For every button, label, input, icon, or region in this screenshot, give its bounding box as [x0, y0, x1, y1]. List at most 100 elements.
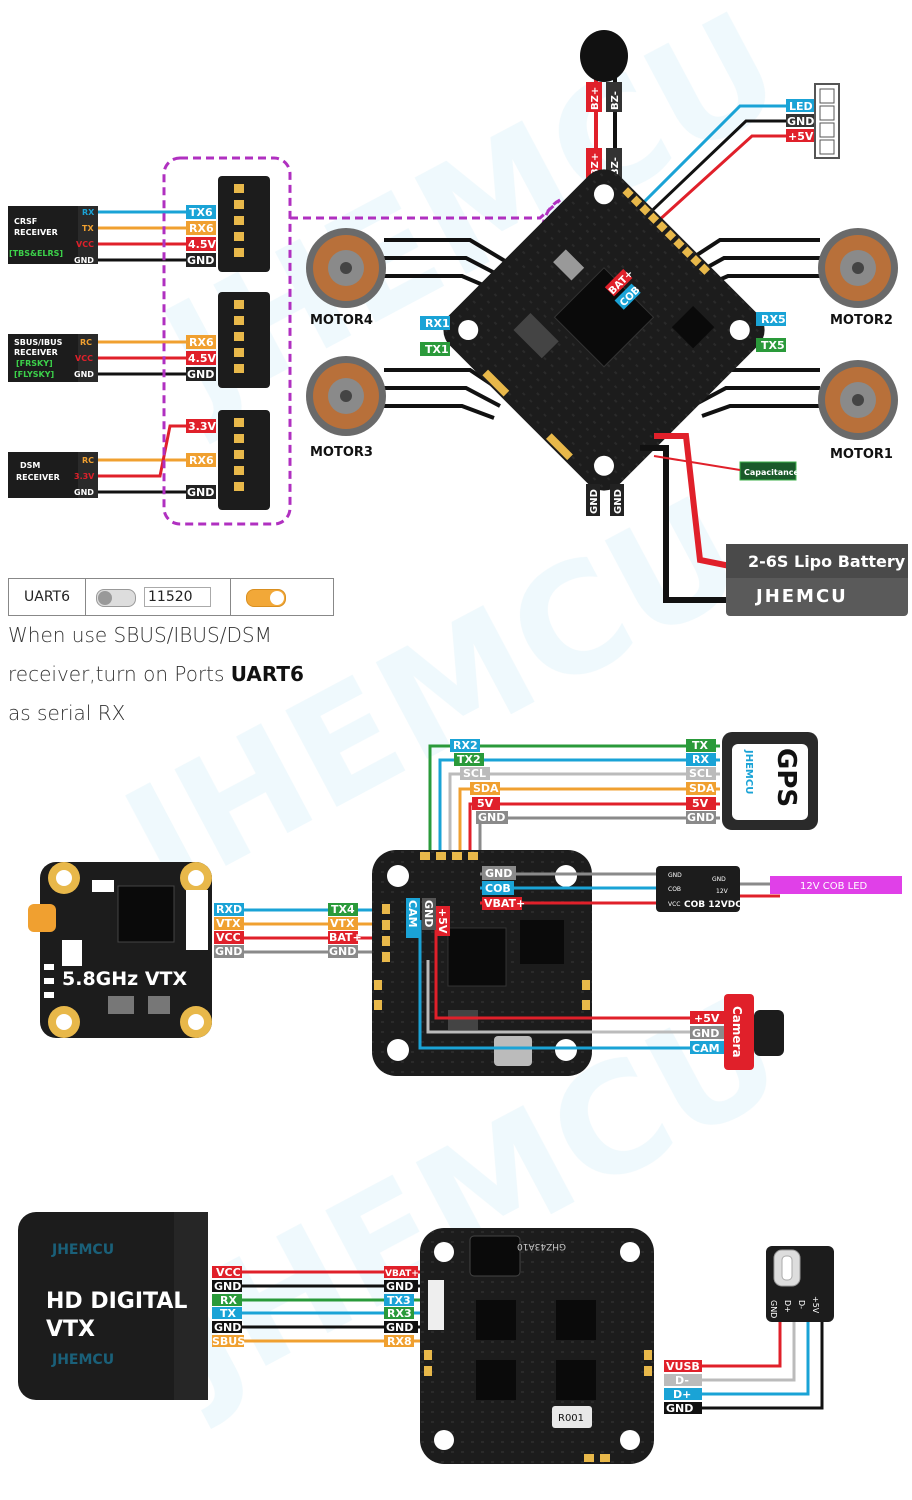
motor1-label: MOTOR1	[830, 447, 893, 462]
analog-vtx: 5.8GHz VTX	[28, 862, 212, 1038]
crsf-pad-45v: 4.5V	[188, 238, 216, 251]
flight-controller-3: GHZ43A10 R001	[420, 1228, 654, 1464]
gps-pad-sda: SDA	[473, 782, 499, 795]
usb-board-dminus: D-	[797, 1300, 806, 1309]
hd-gnd-pin: GND	[214, 1280, 241, 1293]
sbus-gnd-pin: GND	[74, 370, 94, 379]
dsm-gnd-pin: GND	[74, 488, 94, 497]
gps-label: GPS	[771, 748, 801, 807]
dsm-pad-rx6: RX6	[189, 454, 214, 467]
sbus-sub1: [FRSKY]	[16, 359, 53, 368]
note-uart-emphasis: UART6	[230, 662, 304, 686]
board2-gnd-label: GND	[485, 867, 512, 880]
gps-module: GPS JHEMCU	[722, 732, 818, 830]
sbus-sub2: [FLYSKY]	[14, 370, 54, 379]
usb-board-gnd: GND	[769, 1300, 778, 1318]
sbus-pad-rx6: RX6	[189, 336, 214, 349]
vtx-label: 5.8GHz VTX	[62, 968, 187, 990]
uart-port-label: UART6	[9, 579, 86, 615]
sbus-rc-pin: RC	[80, 338, 92, 347]
usb-dminus-pin: D-	[675, 1374, 689, 1387]
gps-scl-pin: SCL	[689, 767, 712, 780]
crsf-receiver: CRSF RECEIVER [TBS&ELRS] RX TX VCC GND	[8, 206, 98, 265]
motor-2	[818, 228, 898, 308]
usb-vusb-pin: VUSB	[666, 1360, 700, 1373]
cam-cam-pin: CAM	[692, 1042, 720, 1055]
serial-rx-toggle[interactable]	[246, 589, 286, 607]
board2-cob-label: COB	[485, 882, 511, 895]
camera-label: Camera	[730, 1006, 744, 1058]
usb-c-breakout: GND D+ D- +5V	[766, 1246, 834, 1322]
uart-msp-cell: 11520	[86, 579, 231, 615]
msp-toggle[interactable]	[96, 589, 136, 607]
cob-vcc-pin: VCC	[668, 901, 680, 908]
bz-minus-label-2: BZ-	[610, 157, 621, 176]
board2-cam-label: CAM	[406, 900, 419, 928]
crsf-tx-pin: TX	[82, 224, 94, 233]
crsf-title: CRSF	[14, 217, 37, 226]
crsf-receiver-word: RECEIVER	[14, 228, 58, 237]
rx1-label: RX1	[425, 317, 450, 330]
instruction-note: When use SBUS/IBUS/DSM receiver,turn on …	[8, 616, 338, 733]
hd-pad-tx3: TX3	[387, 1294, 411, 1307]
cam-5v-pin: +5V	[694, 1012, 720, 1025]
dsm-pad-33v: 3.3V	[188, 420, 216, 433]
usb-dplus-pin: D+	[673, 1388, 691, 1401]
dsm-33v-pin: 3.3V	[74, 472, 95, 481]
gps-pad-5v: 5V	[477, 797, 494, 810]
crsf-vcc-pin: VCC	[76, 240, 94, 249]
cam-gnd-pin: GND	[692, 1027, 719, 1040]
note-line-2a: receiver,turn on Ports	[8, 662, 231, 686]
crsf-rx-pin: RX	[82, 208, 95, 217]
board1-gnd-label-2: GND	[613, 489, 624, 514]
hd-sbus-pin: SBUS	[212, 1335, 245, 1348]
hd-vtx-label-2: VTX	[46, 1317, 95, 1342]
dsm-rc-pin: RC	[82, 456, 94, 465]
cob-led-strip: 12V COB LED	[770, 876, 902, 894]
gps-pad-gnd: GND	[478, 811, 505, 824]
cob-driver: GND COB VCC GND 12V COB 12VDC	[656, 866, 742, 912]
cob-out-12v: 12V	[716, 888, 729, 895]
svg-text:DSM: DSM	[20, 461, 40, 470]
motor-3	[306, 356, 386, 436]
gps-brand: JHEMCU	[743, 749, 754, 794]
hd-vtx-label-1: HD DIGITAL	[46, 1289, 187, 1314]
uart-setting-row: UART6 11520	[8, 578, 334, 616]
vtx-pad-tx4: TX4	[331, 903, 355, 916]
sbus-vcc-pin: VCC	[75, 354, 93, 363]
tx1-label: TX1	[425, 343, 449, 356]
hd-gnd2-pin: GND	[214, 1321, 241, 1334]
note-line-1: When use SBUS/IBUS/DSM	[8, 623, 272, 647]
hd-pad-vbat: VBAT+	[385, 1269, 419, 1279]
vtx-pad-bat: BAT+	[329, 931, 362, 944]
svg-text:SBUS/IBUS: SBUS/IBUS	[14, 338, 63, 347]
hd-vtx-brand-bottom: JHEMCU	[51, 1352, 114, 1368]
note-line-3: as serial RX	[8, 701, 126, 725]
bz-plus-label-2: BZ+	[590, 153, 601, 176]
vtx-vcc-pin: VCC	[216, 931, 241, 944]
rx5-label: RX5	[761, 313, 786, 326]
dsm-receiver: DSM RECEIVER RC 3.3V GND	[8, 452, 98, 498]
board3-r-label: R001	[558, 1413, 584, 1424]
crsf-pad-gnd: GND	[187, 254, 214, 267]
crsf-pad-rx6: RX6	[189, 222, 214, 235]
vtx-pad-gnd: GND	[329, 945, 356, 958]
hd-pad-gnd: GND	[386, 1280, 413, 1293]
sbus-pad-gnd: GND	[187, 368, 214, 381]
led-gnd-label: GND	[787, 115, 814, 128]
motor4-label: MOTOR4	[310, 313, 373, 328]
crsf-subtitle: [TBS&ELRS]	[9, 249, 63, 258]
tx5-label: TX5	[761, 339, 785, 352]
board2-vbat-label: VBAT+	[484, 897, 525, 910]
crsf-pad-tx6: TX6	[189, 206, 213, 219]
cob-strip-label: 12V COB LED	[800, 881, 868, 892]
baud-rate-field[interactable]: 11520	[144, 587, 211, 607]
vtx-gnd-pin: GND	[215, 945, 242, 958]
hd-digital-vtx: HD DIGITAL VTX JHEMCU JHEMCU	[18, 1212, 208, 1400]
vtx-pad-vtx: VTX	[330, 917, 355, 930]
note-line-2: receiver,turn on Ports UART6	[8, 655, 338, 694]
gps-pad-rx2: RX2	[453, 739, 478, 752]
vtx-rxd-pin: RXD	[216, 903, 242, 916]
battery-label: 2-6S Lipo Battery	[748, 552, 906, 571]
